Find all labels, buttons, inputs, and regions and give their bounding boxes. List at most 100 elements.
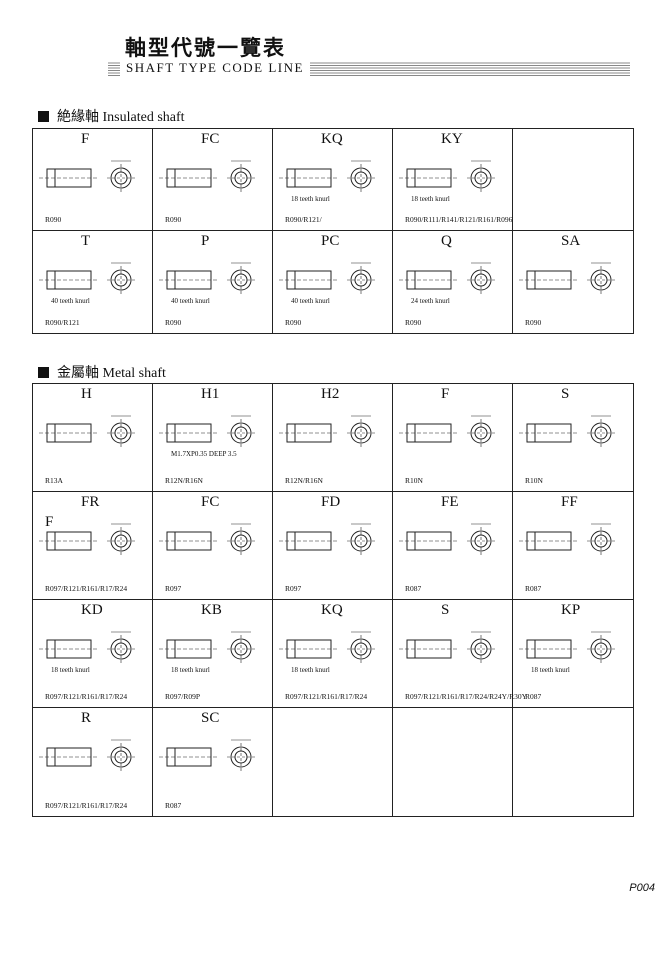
metal-cell: S R10N: [513, 384, 633, 492]
model-code: R087: [525, 692, 542, 701]
shaft-note: 18 teeth knurl: [51, 666, 90, 674]
shaft-type-name: KD: [81, 602, 103, 618]
model-code: R097: [165, 584, 182, 593]
model-code: R13A: [45, 476, 63, 485]
shaft-note: 18 teeth knurl: [411, 195, 450, 203]
metal-cell: [273, 708, 393, 816]
model-code: R097/R09P: [165, 692, 201, 701]
shaft-drawing: [279, 631, 375, 663]
shaft-note: 18 teeth knurl: [531, 666, 570, 674]
shaft-type-name: FD: [321, 494, 341, 510]
shaft-drawing: [399, 262, 495, 294]
shaft-type-name: FF: [561, 494, 578, 510]
shaft-note: 18 teeth knurl: [291, 666, 330, 674]
shaft-drawing: [399, 415, 495, 447]
shaft-type-name: FR: [81, 494, 100, 510]
model-code: R090: [405, 318, 422, 327]
shaft-drawing: [39, 160, 135, 192]
shaft-note: 40 teeth knurl: [51, 297, 90, 305]
shaft-type-name: F: [81, 131, 90, 147]
shaft-note: 40 teeth knurl: [171, 297, 210, 305]
shaft-type-name: KP: [561, 602, 581, 618]
shaft-type-name: KY: [441, 131, 463, 147]
shaft-note: M1.7XP0.35 DEEP 3.5: [171, 450, 237, 458]
model-code: R097/R121/R161/R17/R24: [45, 692, 128, 701]
shaft-type-name: Q: [441, 233, 452, 249]
shaft-type-name: R: [81, 710, 92, 726]
section-metal-label: 金屬軸 Metal shaft: [57, 366, 166, 381]
shaft-drawing: [519, 631, 615, 663]
model-code: R097: [285, 584, 302, 593]
shaft-type-name: P: [201, 233, 210, 249]
metal-cell: [393, 708, 513, 816]
model-code: R090: [45, 215, 62, 224]
shaft-drawing: [159, 262, 255, 294]
shaft-type-name: FE: [441, 494, 459, 510]
shaft-note: 18 teeth knurl: [171, 666, 210, 674]
shaft-type-name: KQ: [321, 131, 343, 147]
page-title: 軸型代號一覽表: [125, 36, 286, 60]
shaft-note: 40 teeth knurl: [291, 297, 330, 305]
shaft-type-name: H2: [321, 386, 340, 402]
shaft-type-name: T: [81, 233, 91, 249]
page-number: P004: [629, 882, 655, 894]
model-code: R097/R121/R161/R17/R24/R24Y/R30Y: [405, 692, 528, 701]
shaft-drawing: [399, 523, 495, 555]
page-subtitle: SHAFT TYPE CODE LINE: [120, 60, 310, 76]
model-code: R087: [405, 584, 422, 593]
model-code: R090/R111/R141/R121/R161/R096: [405, 215, 513, 224]
shaft-drawing: [279, 262, 375, 294]
shaft-drawing: [279, 160, 375, 192]
shaft-drawing: [39, 739, 135, 771]
metal-cell: FF R087: [513, 492, 633, 600]
shaft-drawing: [159, 631, 255, 663]
shaft-drawing: [519, 523, 615, 555]
shaft-type-name: SA: [561, 233, 581, 249]
model-code: R10N: [525, 476, 543, 485]
shaft-type-name: S: [561, 386, 570, 402]
metal-cell: [513, 708, 633, 816]
model-code: R087: [165, 801, 182, 810]
model-code: R090: [285, 318, 302, 327]
shaft-drawing: [159, 739, 255, 771]
shaft-note: 24 teeth knurl: [411, 297, 450, 305]
model-code: R090/R121: [45, 318, 80, 327]
shaft-drawing: [279, 415, 375, 447]
bullet-square-icon: [38, 110, 49, 122]
model-code: R12N/R16N: [285, 476, 323, 485]
model-code: R090: [165, 215, 182, 224]
shaft-drawing: [159, 415, 255, 447]
section-insulated-label: 絶緣軸 Insulated shaft: [57, 110, 185, 125]
shaft-drawing: [399, 631, 495, 663]
model-code: R097/R121/R161/R17/R24: [45, 801, 128, 810]
shaft-drawing: [39, 631, 135, 663]
shaft-drawing: [519, 415, 615, 447]
metal-cell: FD R097: [273, 492, 393, 600]
shaft-drawing: [39, 262, 135, 294]
model-code: R087: [525, 584, 542, 593]
shaft-type-name: KB: [201, 602, 222, 618]
shaft-drawing: [39, 523, 135, 555]
insulated-cell: [513, 129, 633, 231]
shaft-drawing: [39, 415, 135, 447]
bullet-square-icon: [38, 366, 49, 378]
insulated-cell: F R090: [33, 129, 153, 231]
shaft-type-alt-name: F: [45, 514, 54, 530]
